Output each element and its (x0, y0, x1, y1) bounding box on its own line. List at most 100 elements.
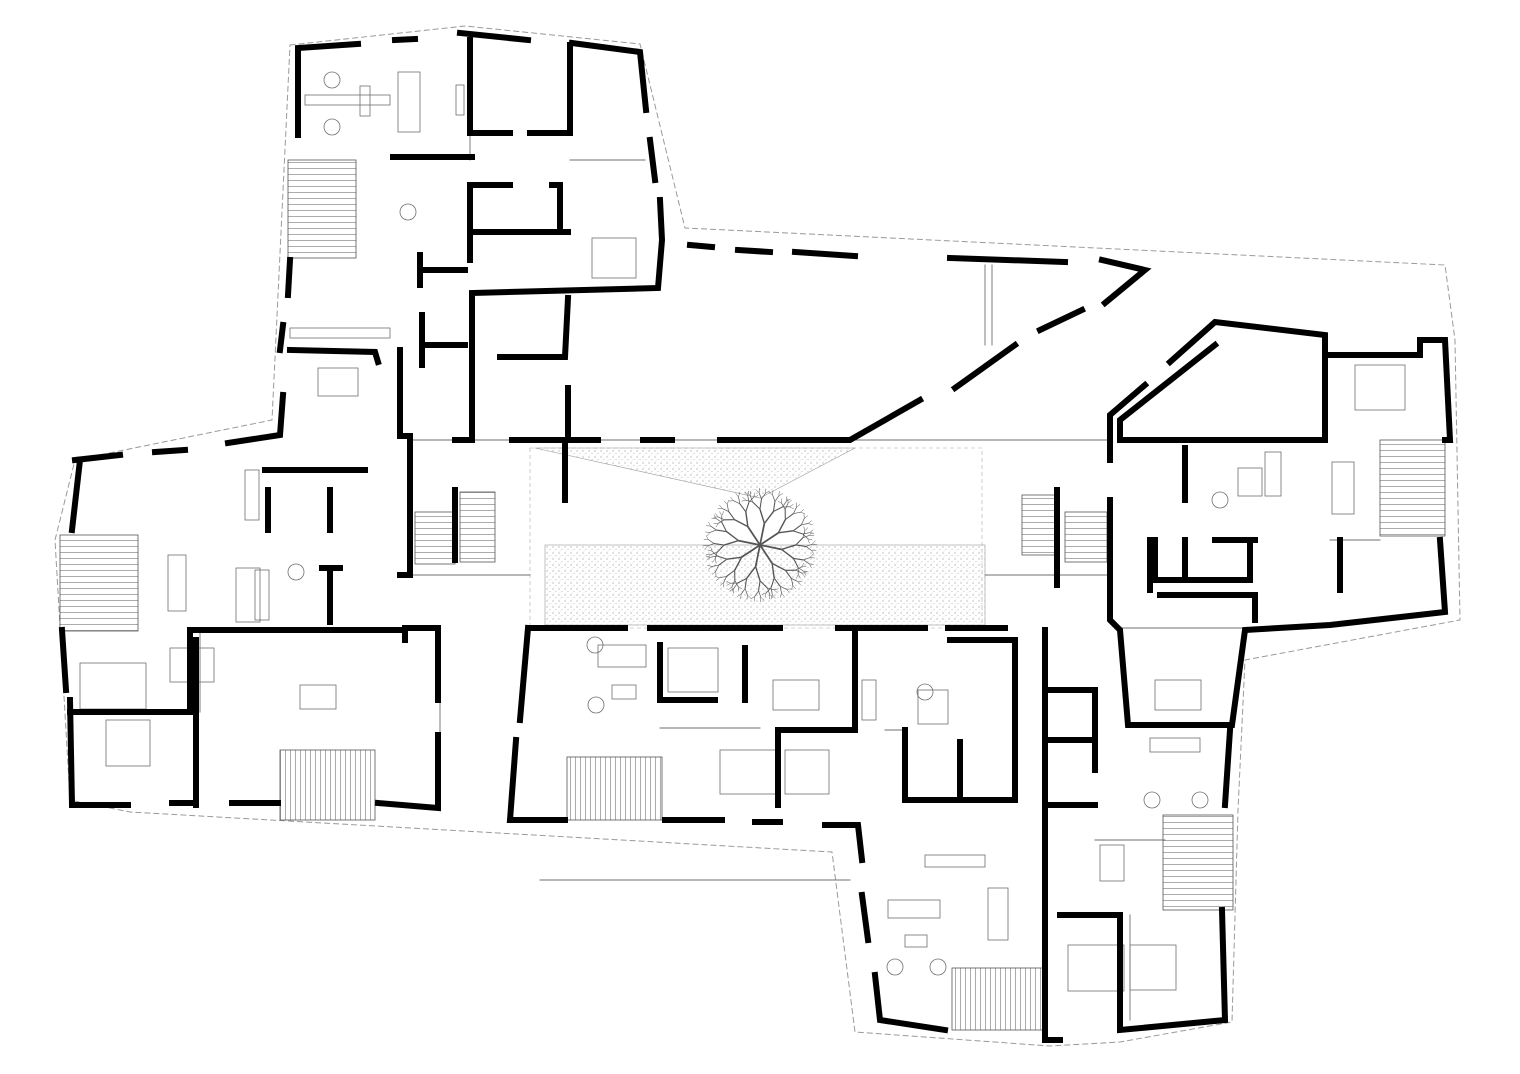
tree-branch (758, 492, 762, 500)
staircase-8 (459, 491, 496, 563)
wall-0 (295, 40, 362, 138)
tree-branch (802, 530, 806, 538)
tree-branch (771, 563, 775, 579)
tree-branch (739, 503, 747, 513)
furniture-item-15 (667, 647, 719, 693)
tree-branch (726, 569, 735, 577)
wall-34 (1107, 380, 1150, 463)
tree-branch (801, 523, 809, 526)
tree-branch (803, 557, 811, 561)
tree-branch (719, 511, 722, 516)
site-boundary-line (54, 25, 1461, 1047)
tree-branch (726, 556, 742, 560)
tree-branch (707, 543, 715, 547)
tree-branch (791, 585, 793, 590)
tree-branch (709, 529, 717, 533)
tree-branch (718, 558, 728, 566)
furniture-item-14 (611, 684, 637, 700)
wall-2 (456, 29, 532, 44)
staircase-9 (1021, 494, 1058, 556)
chair-3 (287, 563, 305, 581)
chair-2 (399, 203, 417, 221)
tree-branch (770, 594, 773, 600)
wall-85 (1157, 592, 1258, 623)
tree-branch (707, 549, 713, 552)
tree-branch (786, 589, 790, 594)
furniture-item-0 (397, 71, 421, 133)
tree-branch (784, 570, 792, 579)
tree-branch (773, 588, 779, 591)
tree-branch (778, 493, 784, 496)
furniture-item-30 (1331, 461, 1355, 515)
tree-branch (721, 522, 727, 532)
tree-branch (741, 499, 747, 502)
staircase-6 (951, 967, 1045, 1031)
wall-3 (568, 39, 650, 114)
tree-branch (800, 512, 805, 514)
tree-branch (780, 586, 787, 590)
wall-35 (1117, 318, 1328, 443)
tree-branch (804, 527, 809, 532)
staircase-7 (414, 511, 456, 565)
tree-branch (746, 492, 751, 496)
tree-branch (705, 555, 711, 558)
tree-branch (730, 496, 734, 501)
tree-branch (773, 577, 781, 587)
tree-branch (711, 571, 716, 575)
wall-75 (657, 642, 718, 703)
chair-1 (323, 118, 341, 136)
tree-branch (769, 594, 774, 598)
tree-branch (726, 504, 729, 512)
wall-67 (858, 891, 872, 944)
staircase-2 (1379, 439, 1446, 537)
tree-branch (793, 507, 797, 514)
furniture-item-3 (304, 94, 391, 106)
tree-branch (740, 588, 746, 595)
tree-branch (803, 571, 807, 576)
tree-branch (789, 506, 794, 509)
wall-42 (58, 626, 70, 694)
tree-branch (718, 519, 725, 524)
tree-branch (792, 530, 803, 535)
furniture-item-19 (861, 679, 877, 721)
tree-branch (802, 534, 810, 538)
tree-branch (733, 500, 740, 504)
tree-branch (801, 518, 805, 525)
tree-branch (809, 553, 814, 558)
tree-branch (719, 582, 724, 586)
tree-branch (772, 501, 776, 512)
chair-6 (886, 958, 904, 976)
tree-branch (716, 544, 725, 553)
tree-branch (707, 554, 711, 559)
tree-branch (726, 531, 739, 542)
tree-branch (723, 576, 727, 583)
staircase-1 (59, 534, 139, 632)
chair-8 (1211, 491, 1229, 509)
tree-branch (791, 578, 798, 582)
wall-37 (1107, 497, 1449, 728)
courtyard-surfaces (59, 159, 1446, 1031)
walls (58, 29, 1454, 1043)
tree-branch (803, 559, 810, 565)
tree-branch (795, 544, 806, 547)
wall-48 (67, 627, 403, 715)
wall-70 (1057, 906, 1229, 1034)
tree-branch (795, 569, 802, 574)
tree-branch (754, 544, 761, 567)
tree-branch (797, 581, 801, 586)
furniture-item-7 (254, 569, 270, 621)
tree-branch (809, 563, 812, 569)
wall-31 (686, 241, 716, 251)
tree-branch (796, 574, 799, 579)
tree-branch (754, 590, 759, 597)
tree-branch (738, 492, 740, 497)
tree-branch (736, 594, 742, 597)
wall-65 (775, 629, 858, 808)
furniture-item-33 (1354, 364, 1406, 411)
tree-branch (752, 501, 761, 510)
furniture-item-1 (359, 85, 371, 117)
tree-branch (805, 546, 812, 551)
wall-1 (391, 35, 419, 44)
furniture-item-32 (1237, 467, 1263, 497)
